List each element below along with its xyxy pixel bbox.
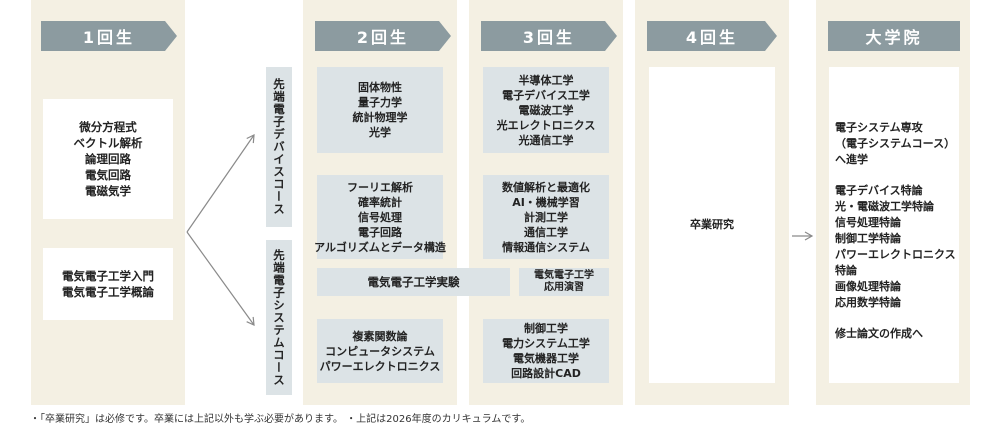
list-item: 電力システム工学 (502, 337, 590, 350)
list-item: パワーエレクトロニクス (319, 359, 441, 373)
list-item: 応用演習 (544, 282, 584, 293)
header-year2: 2回生 (315, 21, 451, 51)
list-item: 信号処理特論 (835, 216, 901, 229)
year2-physics-box: 固体物性量子力学統計物理学光学 (317, 67, 443, 153)
list-item: 電気回路 (85, 168, 131, 182)
list-item: 光エレクトロニクス (496, 118, 596, 132)
list-item: 電子システム専攻 (835, 121, 923, 134)
exercise-box: 電気電子工学応用演習 (519, 268, 609, 296)
list-item: 電子回路 (358, 225, 402, 239)
list-item: 複素関数論 (352, 329, 408, 343)
grad-box: 電子システム専攻 （電子システムコース） へ進学 電子デバイス特論光・電磁波工学特論… (829, 67, 959, 383)
grad-thesis: 修士論文の作成へ (835, 327, 923, 340)
year2-systems-box: 複素関数論コンピュータシステムパワーエレクトロニクス (317, 319, 443, 383)
experiment-box: 電気電子工学実験 (317, 268, 510, 296)
list-item: 計測工学 (524, 210, 568, 224)
list-item: 情報通信システム (502, 240, 590, 254)
year2-signal-box: フーリエ解析確率統計信号処理電子回路アルゴリズムとデータ構造 (314, 175, 446, 259)
list-item: 統計物理学 (352, 111, 408, 124)
year2-signal-list: フーリエ解析確率統計信号処理電子回路アルゴリズムとデータ構造 (314, 180, 446, 255)
year1-intro-box: 電気電子工学入門電気電子工学概論 (43, 248, 173, 320)
list-item: 光学 (369, 126, 391, 139)
year3-control-box: 制御工学電力システム工学電気機器工学回路設計CAD (483, 319, 609, 383)
exercise-list: 電気電子工学応用演習 (534, 270, 594, 294)
year1-intro-list: 電気電子工学入門電気電子工学概論 (62, 268, 154, 300)
header-year3: 3回生 (481, 21, 617, 51)
list-item: 電気電子工学 (534, 270, 594, 281)
list-item: 電気機器工学 (512, 352, 579, 365)
list-item: 電磁波工学 (518, 103, 574, 117)
grad-subjects-list: 電子デバイス特論光・電磁波工学特論信号処理特論制御工学特論パワーエレクトロニクス… (835, 183, 959, 311)
list-item: 電気電子工学概論 (62, 285, 154, 299)
year1-basics-box: 微分方程式ベクトル解析論理回路電気回路電磁気学 (43, 99, 173, 219)
list-item: ベクトル解析 (73, 136, 143, 150)
list-item: 論理回路 (85, 152, 131, 166)
list-item: 半導体工学 (518, 73, 574, 87)
list-item: 制御工学 (523, 322, 568, 335)
list-item: 画像処理特論 (835, 280, 901, 293)
header-year1: 1回生 (41, 21, 177, 51)
graduation-research-box: 卒業研究 (649, 67, 775, 383)
grad-intro-list: 電子システム専攻 （電子システムコース） へ進学 (835, 120, 959, 168)
list-item: 電子デバイス特論 (835, 184, 923, 197)
list-item: 固体物性 (358, 81, 402, 94)
arrow-to-device-track (186, 134, 255, 233)
track-device-label: 先端電子デバイスコース (266, 67, 292, 227)
list-item: 信号処理 (358, 210, 402, 224)
list-item: 電磁気学 (85, 184, 131, 198)
list-item: 電気電子工学入門 (62, 269, 154, 283)
list-item: 通信工学 (524, 225, 568, 239)
list-item: 確率統計 (358, 195, 402, 209)
list-item: へ進学 (835, 153, 868, 166)
list-item: 回路設計CAD (511, 367, 581, 380)
year3-device-list: 半導体工学電子デバイス工学電磁波工学光エレクトロニクス光通信工学 (497, 73, 596, 148)
list-item: アルゴリズムとデータ構造 (314, 240, 446, 254)
list-item: 微分方程式 (79, 120, 137, 134)
arrow-to-system-track (186, 231, 255, 326)
year1-basics-list: 微分方程式ベクトル解析論理回路電気回路電磁気学 (74, 119, 143, 199)
list-item: 光通信工学 (518, 133, 574, 147)
year2-physics-list: 固体物性量子力学統計物理学光学 (353, 80, 408, 140)
list-item: 量子力学 (358, 96, 402, 109)
year3-device-box: 半導体工学電子デバイス工学電磁波工学光エレクトロニクス光通信工学 (483, 67, 609, 153)
list-item: AI・機械学習 (512, 195, 580, 209)
track-system-label: 先端電子システムコース (266, 240, 292, 395)
grad-content: 電子システム専攻 （電子システムコース） へ進学 電子デバイス特論光・電磁波工学特論… (835, 120, 959, 342)
list-item: 光・電磁波工学特論 (835, 200, 934, 213)
footnote: ・「卒業研究」は必修です。卒業には上記以外も学ぶ必要があります。 ・上記は202… (30, 414, 531, 425)
list-item: 応用数学特論 (835, 296, 901, 309)
header-grad: 大学院 (828, 21, 960, 51)
list-item: 制御工学特論 (835, 232, 901, 245)
list-item: パワーエレクトロニクス特論 (835, 248, 956, 277)
list-item: 数値解析と最適化 (502, 180, 590, 194)
list-item: （電子システムコース） (835, 137, 956, 150)
list-item: フーリエ解析 (347, 180, 413, 194)
list-item: 電子デバイス工学 (502, 88, 590, 102)
year3-control-list: 制御工学電力システム工学電気機器工学回路設計CAD (502, 321, 590, 381)
header-year4: 4回生 (647, 21, 777, 51)
year2-systems-list: 複素関数論コンピュータシステムパワーエレクトロニクス (320, 329, 441, 374)
list-item: コンピュータシステム (325, 344, 435, 358)
